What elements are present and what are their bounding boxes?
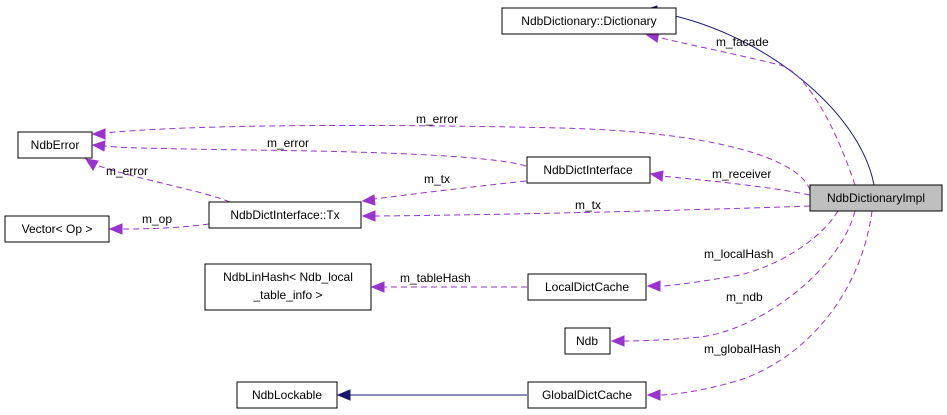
arrowhead-ndb (610, 335, 625, 347)
node-label-ndb-error: NdbError (31, 138, 80, 152)
node-label-ndb-lin-hash-line2: _table_info > (252, 288, 322, 302)
node-dictionary[interactable]: NdbDictionary::Dictionary (501, 7, 677, 35)
node-ndb-dict-interface[interactable]: NdbDictInterface (526, 156, 651, 184)
edge-label-table-hash: m_tableHash (400, 271, 471, 285)
node-label-ndb-lockable: NdbLockable (252, 388, 322, 402)
edge-label-error-tx: m_error (106, 164, 148, 178)
node-ndb-lockable[interactable]: NdbLockable (236, 381, 338, 409)
arrowhead-table-hash (370, 281, 385, 293)
node-ndb-dictionary-impl[interactable]: NdbDictionaryImpl (809, 184, 943, 212)
edge-label-local-hash: m_localHash (704, 247, 773, 261)
edge-label-ndb: m_ndb (726, 290, 763, 304)
edge-facade (656, 36, 856, 186)
edge-global-hash (659, 210, 873, 396)
edge-label-error-mid: m_error (267, 136, 309, 150)
node-label-local-dict-cache: LocalDictCache (545, 280, 629, 294)
edge-error-top (103, 124, 811, 191)
arrowhead-op (108, 223, 123, 235)
arrowhead-inherit-lockable (336, 389, 351, 401)
node-ndb-error[interactable]: NdbError (17, 131, 93, 159)
edge-label-global-hash: m_globalHash (704, 342, 781, 356)
edge-ndb (623, 210, 856, 342)
arrowhead-error-top (91, 128, 106, 140)
arrowhead-error-tx (84, 158, 99, 171)
edge-label-tx-iface: m_tx (424, 172, 450, 186)
node-vector-op[interactable]: Vector< Op > (4, 215, 110, 243)
node-label-dictionary: NdbDictionary::Dictionary (521, 14, 656, 28)
edge-local-hash (659, 210, 839, 287)
node-label-global-dict-cache: GlobalDictCache (542, 388, 632, 402)
edge-label-facade: m_facade (716, 35, 769, 49)
arrowhead-receiver (649, 170, 664, 182)
arrowhead-tx-impl (361, 210, 376, 222)
edge-op (121, 223, 210, 230)
arrowhead-tx-iface (361, 194, 376, 206)
node-ndb-dict-interface-tx[interactable]: NdbDictInterface::Tx (208, 201, 362, 229)
node-label-vector-op: Vector< Op > (22, 222, 93, 236)
edge-error-mid (103, 145, 527, 167)
arrowhead-error-mid (91, 140, 106, 152)
node-ndb[interactable]: Ndb (564, 327, 611, 355)
arrowhead-global-hash (646, 389, 661, 401)
edge-label-op: m_op (142, 212, 172, 226)
edge-label-tx-impl: m_tx (575, 198, 601, 212)
edge-error-tx (95, 164, 231, 203)
edge-receiver (661, 175, 811, 196)
node-local-dict-cache[interactable]: LocalDictCache (527, 273, 647, 301)
node-label-ndb-dictionary-impl: NdbDictionaryImpl (827, 191, 925, 205)
node-label-ndb-dict-interface-tx: NdbDictInterface::Tx (230, 208, 339, 222)
node-label-ndb: Ndb (576, 334, 598, 348)
node-label-ndb-lin-hash-line1: NdbLinHash< Ndb_local (223, 270, 353, 284)
node-ndb-lin-hash[interactable]: NdbLinHash< Ndb_local _table_info > (204, 263, 372, 311)
edge-label-error-top: m_error (416, 112, 458, 126)
node-label-ndb-dict-interface: NdbDictInterface (543, 163, 633, 177)
edge-label-receiver: m_receiver (712, 167, 771, 181)
node-global-dict-cache[interactable]: GlobalDictCache (527, 381, 647, 409)
arrowhead-local-hash (646, 280, 661, 292)
edge-tx-impl (373, 205, 811, 217)
